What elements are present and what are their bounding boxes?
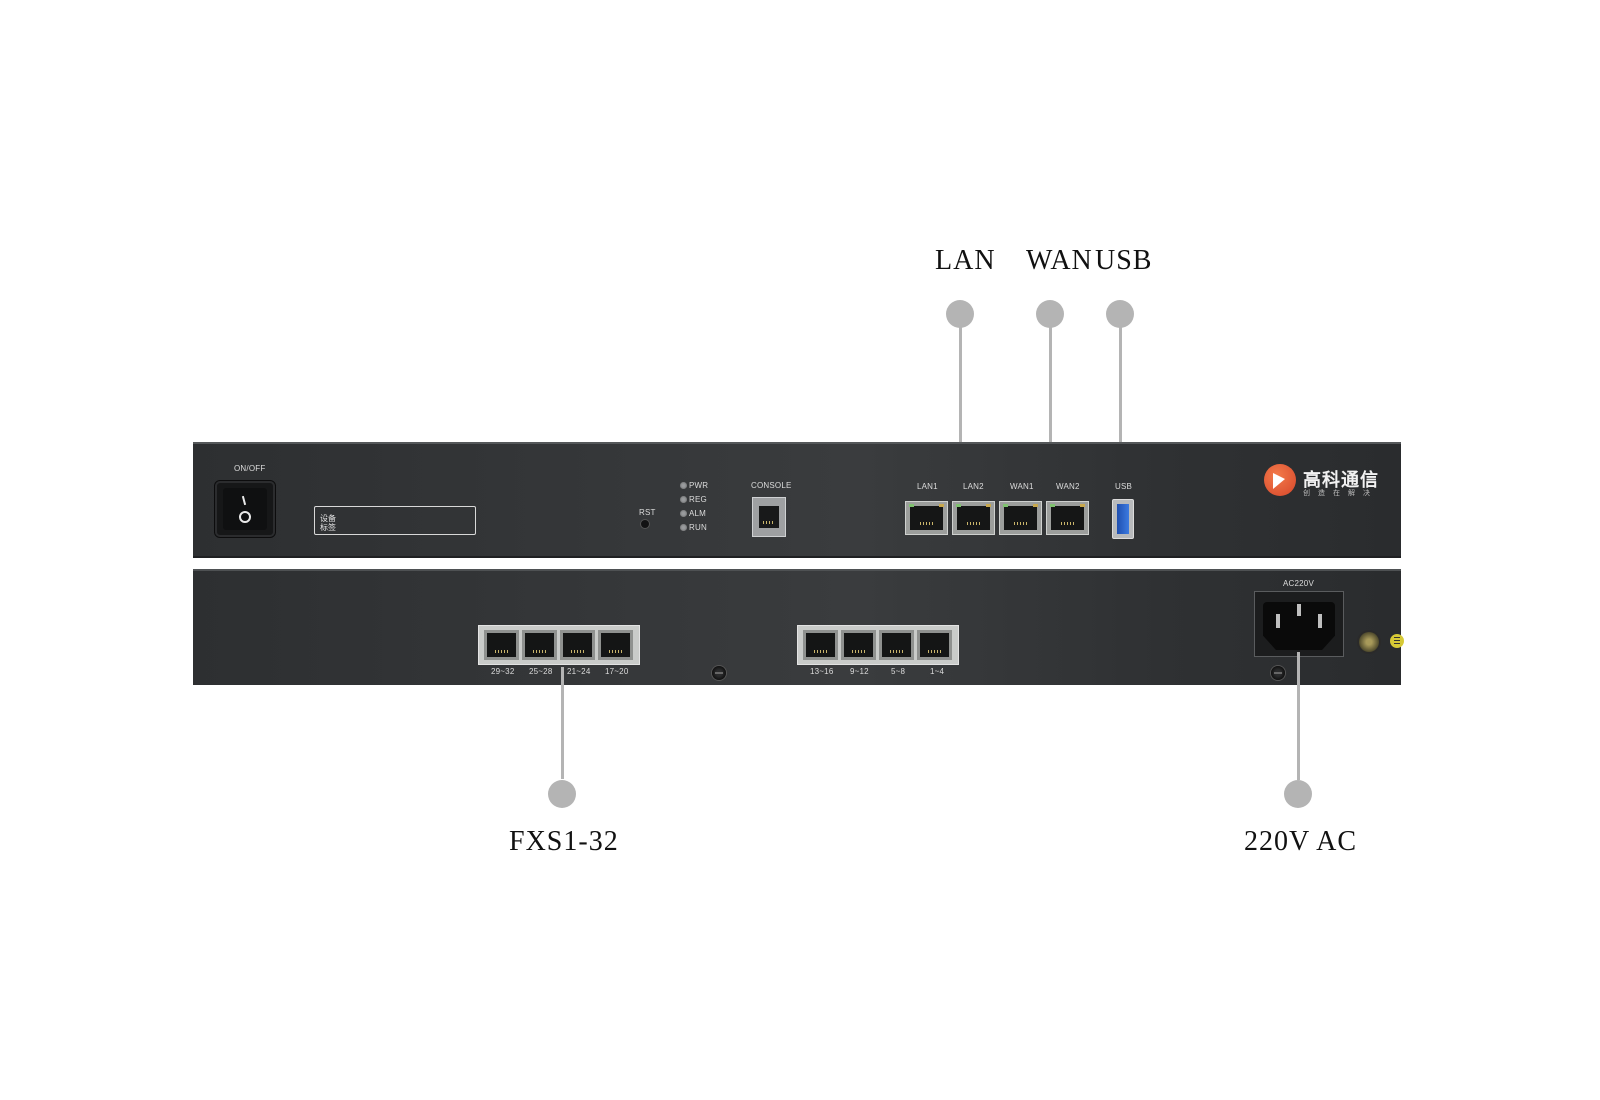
fxs-label-25-28: 25~28 xyxy=(529,667,553,676)
reset-label: RST xyxy=(639,508,656,517)
fxs-label-1-4: 1~4 xyxy=(930,667,945,676)
ac-screw xyxy=(1271,666,1285,680)
fxs-label-5-8: 5~8 xyxy=(891,667,906,676)
fxs-label-21-24: 21~24 xyxy=(567,667,591,676)
fxs-label-9-12: 9~12 xyxy=(850,667,869,676)
usb-port[interactable] xyxy=(1112,499,1134,539)
callout-label-wan: WAN xyxy=(1026,245,1093,276)
device-label-line1: 设备 xyxy=(320,514,336,523)
fxs-port-17-20[interactable] xyxy=(598,630,633,660)
brand-tagline: 创造在解决 xyxy=(1303,490,1378,497)
front-panel xyxy=(193,442,1401,558)
switch-on-mark xyxy=(241,495,247,506)
fxs-port-group-1 xyxy=(478,625,640,665)
device-label-line2: 标签 xyxy=(320,523,336,532)
fxs-port-25-28[interactable] xyxy=(522,630,557,660)
wan2-port[interactable] xyxy=(1046,501,1089,535)
led-pwr xyxy=(680,482,687,489)
callout-line-wan xyxy=(1049,326,1052,446)
callout-label-power: 220V AC xyxy=(1244,826,1358,857)
led-label-run: RUN xyxy=(689,523,707,532)
callout-line-power xyxy=(1297,652,1300,780)
callout-label-usb: USB xyxy=(1095,245,1153,276)
ground-screw xyxy=(1359,632,1379,652)
callout-line-usb xyxy=(1119,326,1122,476)
fxs-port-1-4[interactable] xyxy=(917,630,952,660)
led-reg xyxy=(680,496,687,503)
port-label-lan1: LAN1 xyxy=(917,482,938,491)
led-run xyxy=(680,524,687,531)
callout-line-fxs xyxy=(561,667,564,779)
brand-name: 高科通信 xyxy=(1303,470,1379,490)
led-label-reg: REG xyxy=(689,495,707,504)
callout-line-lan xyxy=(959,326,962,446)
port-label-lan2: LAN2 xyxy=(963,482,984,491)
brand-logo-icon xyxy=(1264,464,1296,496)
callout-dot-power xyxy=(1284,780,1312,808)
callout-dot-lan xyxy=(946,300,974,328)
lan2-port[interactable] xyxy=(952,501,995,535)
wan1-port[interactable] xyxy=(999,501,1042,535)
callout-dot-fxs xyxy=(548,780,576,808)
fxs-label-13-16: 13~16 xyxy=(810,667,834,676)
usb-port-label: USB xyxy=(1115,482,1133,491)
power-switch[interactable] xyxy=(215,481,275,537)
ac-label: AC220V xyxy=(1283,579,1314,588)
led-label-pwr: PWR xyxy=(689,481,709,490)
device-label-box: 设备 标签 xyxy=(314,506,476,535)
fxs-label-29-32: 29~32 xyxy=(491,667,515,676)
callout-label-lan: LAN xyxy=(935,245,996,276)
fxs-port-group-2 xyxy=(797,625,959,665)
ground-icon xyxy=(1390,634,1404,648)
fxs-port-21-24[interactable] xyxy=(560,630,595,660)
panel-screw xyxy=(712,666,726,680)
lan1-port[interactable] xyxy=(905,501,948,535)
console-port[interactable] xyxy=(752,497,786,537)
fxs-port-5-8[interactable] xyxy=(879,630,914,660)
callout-dot-wan xyxy=(1036,300,1064,328)
led-alm xyxy=(680,510,687,517)
fxs-label-17-20: 17~20 xyxy=(605,667,629,676)
fxs-port-9-12[interactable] xyxy=(841,630,876,660)
fxs-port-29-32[interactable] xyxy=(484,630,519,660)
callout-dot-usb xyxy=(1106,300,1134,328)
port-label-wan2: WAN2 xyxy=(1056,482,1080,491)
console-label: CONSOLE xyxy=(751,481,792,490)
ac-power-inlet[interactable] xyxy=(1263,602,1335,650)
callout-label-fxs: FXS1-32 xyxy=(509,826,619,857)
reset-button[interactable] xyxy=(641,520,649,528)
fxs-port-13-16[interactable] xyxy=(803,630,838,660)
power-switch-label: ON/OFF xyxy=(234,464,266,473)
switch-off-mark xyxy=(239,511,251,523)
led-label-alm: ALM xyxy=(689,509,707,518)
port-label-wan1: WAN1 xyxy=(1010,482,1034,491)
